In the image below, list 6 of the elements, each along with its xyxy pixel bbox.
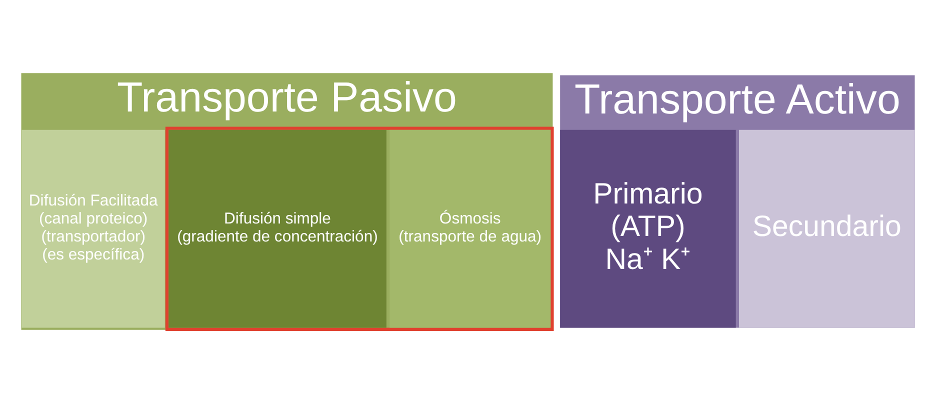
node-box: Primario (ATP) Na⁺ K⁺ bbox=[560, 129, 736, 328]
cluster bbox=[164, 126, 554, 330]
node-box: Difusión Facilitada (canal proteico) (transportador) (es específica) bbox=[21, 129, 164, 328]
node-box: Difusión simple (gradiente de concentración) bbox=[168, 129, 386, 328]
node-box: Secundario bbox=[738, 129, 914, 328]
node-box: Ósmosis (transporte de agua) bbox=[389, 129, 550, 328]
